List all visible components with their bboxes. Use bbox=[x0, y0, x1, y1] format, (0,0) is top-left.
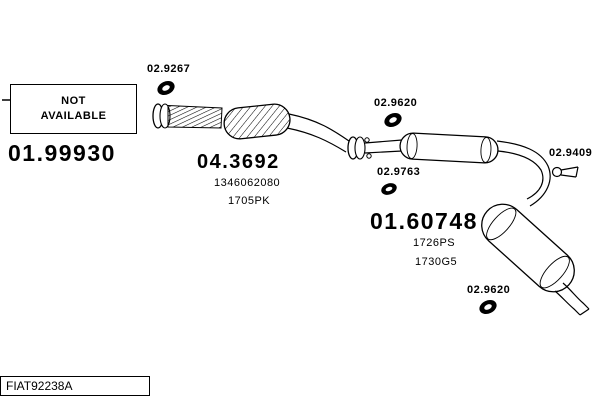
part-code-clamp-front: 02.9267 bbox=[147, 63, 191, 75]
part-code-hanger-right: 02.9409 bbox=[549, 147, 593, 159]
part-code-ring-rear: 02.9620 bbox=[467, 284, 511, 296]
rear-muffler bbox=[481, 203, 575, 293]
drawing-code: FIAT92238A bbox=[6, 379, 73, 393]
not-available-line2: AVAILABLE bbox=[40, 110, 107, 122]
hanger-ring-icon-rear bbox=[479, 299, 497, 315]
part-ref-catalyst-1: 1346062080 bbox=[214, 177, 281, 189]
flex-pipe bbox=[167, 104, 223, 129]
catalytic-converter bbox=[223, 103, 291, 140]
hanger-bracket-icon-right bbox=[551, 166, 579, 178]
part-code-rear-section: 01.60748 bbox=[370, 208, 478, 234]
part-code-ring-mid: 02.9620 bbox=[374, 97, 418, 109]
tail-pipe bbox=[554, 282, 590, 316]
not-available-box: NOT AVAILABLE bbox=[10, 84, 137, 134]
part-ref-catalyst-2: 1705PK bbox=[228, 195, 271, 207]
front-flange bbox=[152, 103, 171, 129]
part-code-catalyst: 04.3692 bbox=[197, 151, 280, 173]
middle-muffler bbox=[399, 132, 499, 164]
not-available-line1: NOT bbox=[61, 95, 86, 107]
gasket-ring-icon bbox=[381, 183, 397, 195]
drawing-code-box: FIAT92238A bbox=[0, 376, 150, 396]
part-code-gasket-mid: 02.9763 bbox=[377, 166, 421, 178]
part-ref-rear-1: 1726PS bbox=[413, 237, 456, 249]
mid-pipe bbox=[364, 139, 403, 154]
part-ref-rear-2: 1730G5 bbox=[415, 256, 458, 268]
part-code-front-section: 01.99930 bbox=[8, 140, 116, 166]
hanger-ring-icon-front bbox=[157, 80, 175, 96]
rear-pipe bbox=[496, 140, 551, 207]
intermediate-pipe bbox=[286, 113, 350, 153]
center-flange bbox=[347, 136, 372, 160]
hanger-ring-icon-mid bbox=[384, 112, 402, 128]
